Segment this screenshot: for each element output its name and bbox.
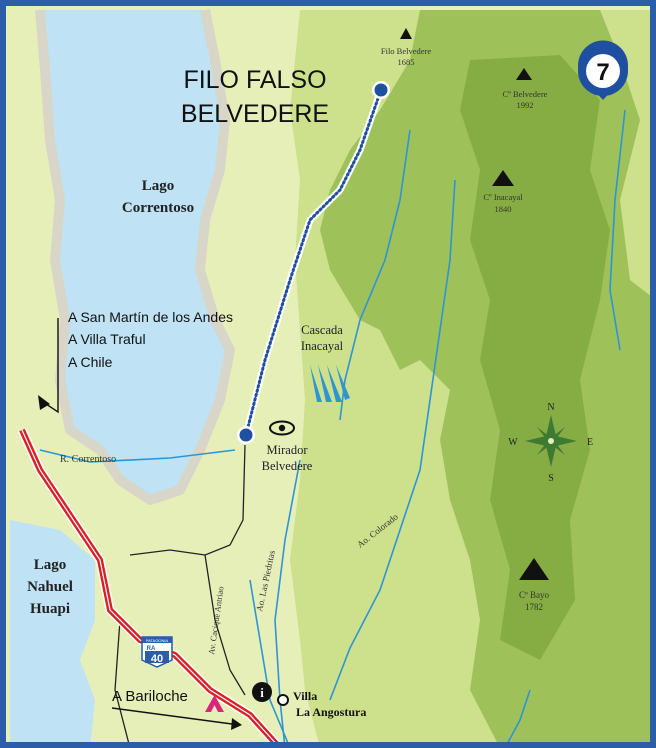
- lake-correntoso: [40, 10, 230, 500]
- route-shield-top: PATAGONIA: [146, 638, 169, 643]
- title-line2: BELVEDERE: [181, 100, 329, 128]
- peak-belvedere-name: Cº Belvedere: [503, 89, 548, 99]
- trail-start-marker-dot: [239, 428, 253, 442]
- town-label-line1: Villa: [293, 689, 317, 703]
- lake-correntoso-line1: Lago: [142, 178, 175, 194]
- waterfall-label-line1: Cascada: [301, 323, 343, 337]
- eye-icon: [269, 420, 295, 436]
- av-cacique-road: [129, 549, 206, 556]
- peak-icon-inacayal: [492, 170, 514, 186]
- info-symbol: i: [260, 685, 264, 700]
- viewpoint-label-line2: Belvedere: [262, 459, 313, 473]
- route-40-shield: [141, 636, 173, 668]
- trail-dots: [244, 88, 383, 437]
- compass-n: N: [547, 402, 554, 413]
- shoreline: [35, 9, 235, 505]
- peak-filo-belvedere-name: Filo Belvedere: [381, 46, 432, 56]
- peak-inacayal-name: Cº Inacayal: [483, 192, 523, 202]
- route-shield-mid: RA: [147, 646, 156, 652]
- peak-filo-belvedere-elev: 1685: [398, 57, 415, 67]
- lake-correntoso-line2: Correntoso: [122, 200, 194, 216]
- peak-icon-belvedere: [516, 68, 532, 80]
- town-marker: [277, 694, 289, 706]
- info-icon[interactable]: [252, 682, 272, 702]
- route-badge-label: 7: [596, 59, 609, 86]
- waterfall-icon: [310, 365, 350, 402]
- lake-nahuel-line1: Lago: [34, 557, 67, 573]
- viewpoint-label-line1: Mirador: [267, 443, 309, 457]
- peak-icon-filo-belvedere: [400, 28, 412, 39]
- peak-belvedere-elev: 1992: [517, 100, 534, 110]
- arrow-head-bariloche: [231, 718, 242, 730]
- direction-villa-traful: A Villa Traful: [68, 331, 146, 347]
- compass-s: S: [548, 473, 554, 484]
- river-correntoso-label: R. Correntoso: [60, 454, 116, 465]
- direction-arrow-bariloche: [111, 707, 233, 725]
- trail-end-marker-dot: [374, 83, 388, 97]
- peak-bayo-elev: 1782: [525, 602, 543, 612]
- route-badge[interactable]: [578, 40, 628, 100]
- campsite-icon-inner: [211, 705, 218, 712]
- local-road: [114, 619, 131, 748]
- title-line1: FILO FALSO: [183, 66, 326, 94]
- peak-icon-bayo: [519, 558, 549, 580]
- route-shield-number: 40: [151, 653, 163, 665]
- lake-nahuel-huapi: [10, 520, 95, 748]
- campsite-icon: [205, 695, 224, 712]
- waterfall-label-line2: Inacayal: [301, 339, 344, 353]
- arrow-head-north: [38, 395, 50, 410]
- compass-rose: [525, 415, 577, 467]
- compass-w: W: [508, 437, 518, 448]
- peak-bayo-name: Cº Bayo: [519, 590, 550, 600]
- lake-nahuel-line3: Huapi: [30, 601, 70, 617]
- direction-san-martin: A San Martín de los Andes: [68, 309, 233, 325]
- town-label-line2: La Angostura: [296, 705, 366, 719]
- compass-e: E: [587, 437, 593, 448]
- peak-inacayal-elev: 1840: [495, 204, 512, 214]
- hills-darker: [460, 55, 610, 660]
- direction-chile: A Chile: [68, 354, 113, 370]
- route-40-inner: [21, 429, 281, 748]
- lake-nahuel-line2: Nahuel: [27, 579, 73, 595]
- direction-bariloche: A Bariloche: [112, 688, 188, 705]
